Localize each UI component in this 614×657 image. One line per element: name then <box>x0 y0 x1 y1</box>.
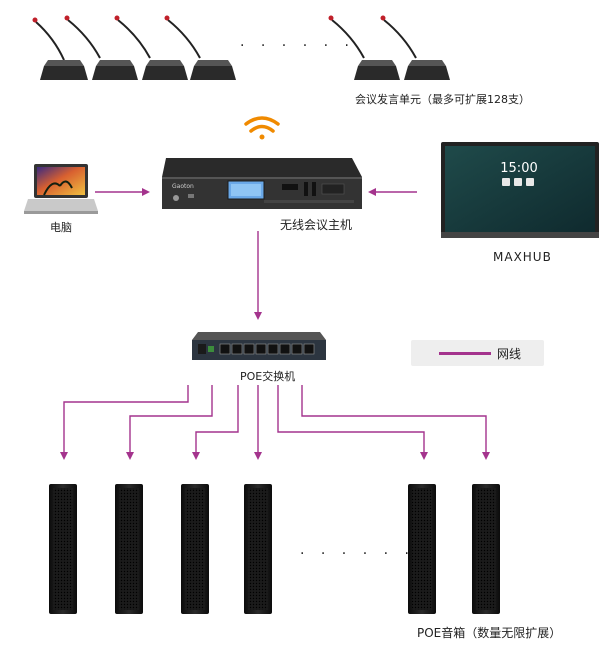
laptop-icon <box>24 164 98 214</box>
conference-host: Gaoton <box>162 158 362 209</box>
switch-label: POE交换机 <box>240 370 296 383</box>
conference-unit <box>164 15 236 80</box>
connection-line <box>301 385 490 460</box>
connection-line <box>192 385 239 460</box>
network-connections <box>60 188 490 460</box>
mic-ellipsis: · · · · · · <box>240 38 355 54</box>
poe-speaker <box>49 484 77 614</box>
speakers-label: POE音箱（数量无限扩展） <box>417 626 562 640</box>
poe-speaker <box>244 484 272 614</box>
conference-unit <box>114 15 188 80</box>
maxhub-clock: 15:00 <box>500 161 537 176</box>
pc-label: 电脑 <box>50 221 72 234</box>
poe-speaker <box>181 484 209 614</box>
legend: 网线 <box>411 340 544 366</box>
poe-speaker <box>472 484 500 614</box>
wifi-icon <box>244 116 280 140</box>
poe-switch <box>192 332 326 360</box>
poe-speaker <box>408 484 436 614</box>
speaker-ellipsis: · · · · · · <box>300 546 415 562</box>
conference-unit <box>32 17 88 80</box>
maxhub-display: 15:00 <box>441 142 599 238</box>
connection-line <box>277 385 428 460</box>
host-brand: Gaoton <box>172 183 194 190</box>
conference-unit <box>380 15 450 80</box>
host-label: 无线会议主机 <box>280 218 353 232</box>
conference-unit <box>328 15 400 80</box>
connection-line <box>126 385 213 460</box>
poe-speaker <box>115 484 143 614</box>
maxhub-label: MAXHUB <box>493 250 552 264</box>
conference-units-label: 会议发言单元（最多可扩展128支） <box>355 93 530 106</box>
legend-line <box>439 352 491 355</box>
conference-unit <box>64 15 138 80</box>
connection-line <box>60 385 189 460</box>
legend-text: 网线 <box>497 347 522 361</box>
